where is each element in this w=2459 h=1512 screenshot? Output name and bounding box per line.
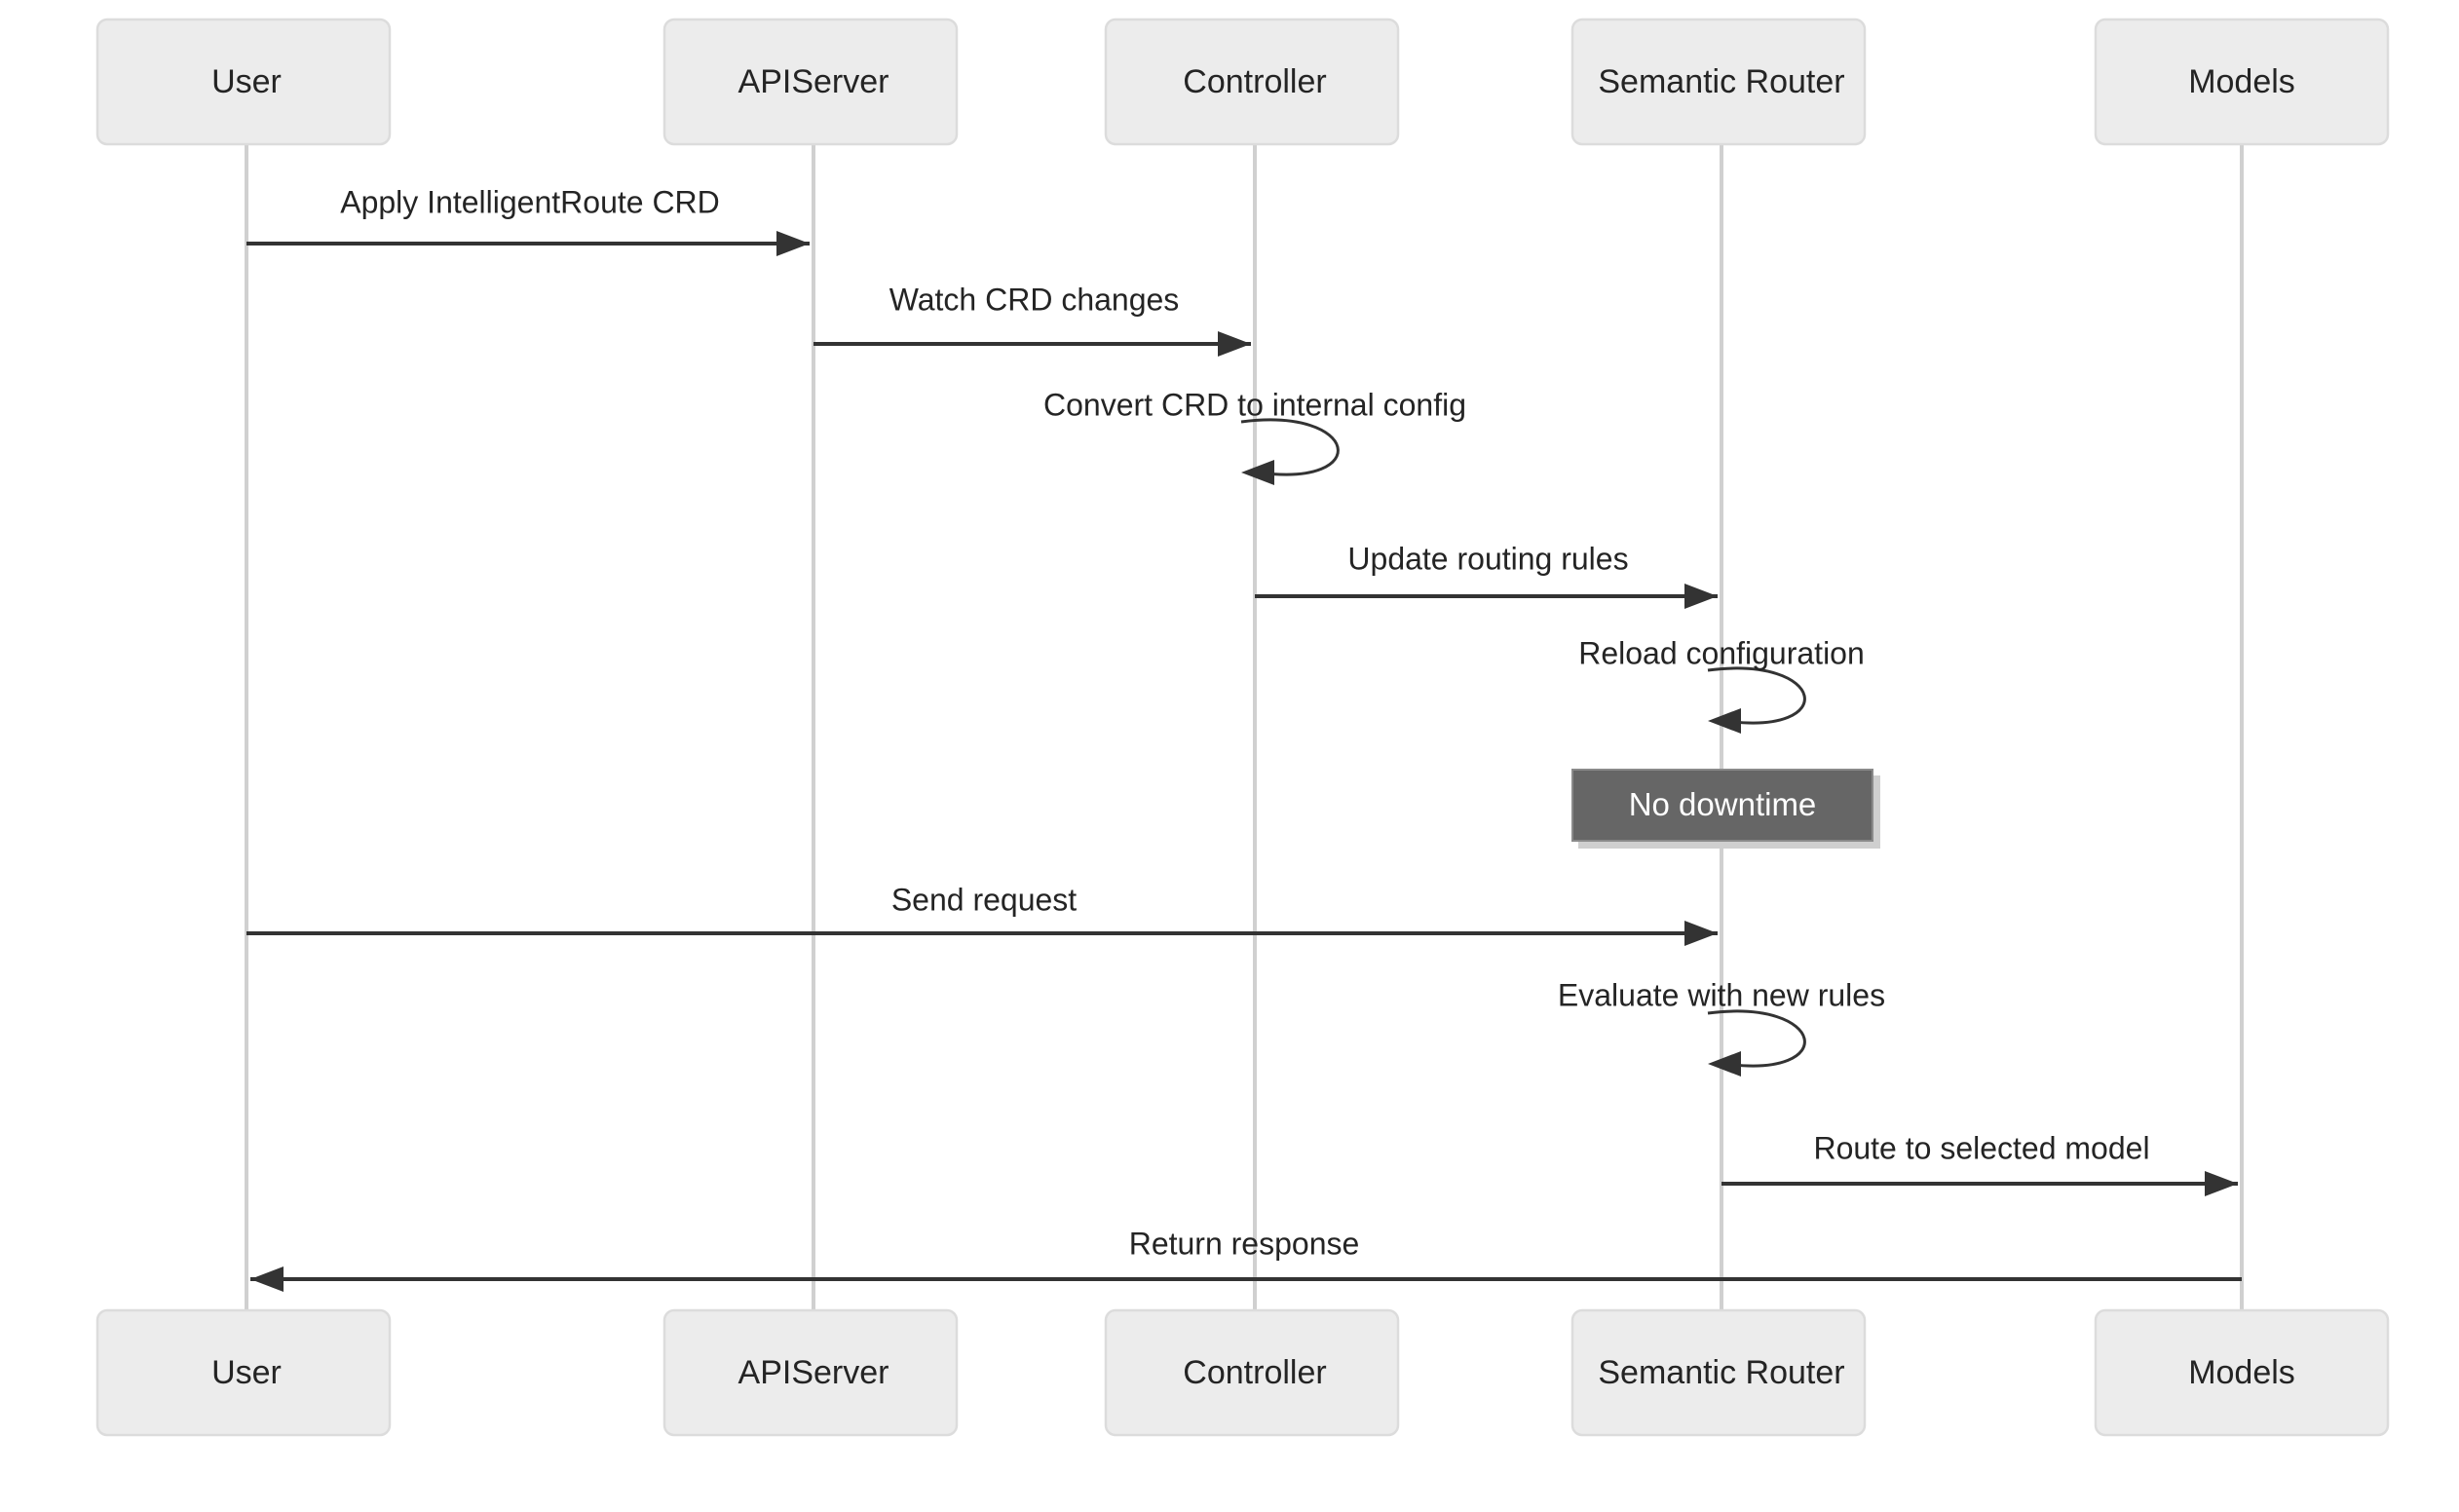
message-m1[interactable]: Apply IntelligentRoute CRD — [246, 184, 810, 256]
message-label: Send request — [891, 882, 1077, 917]
message-label: Convert CRD to internal config — [1043, 387, 1466, 422]
message-m5[interactable]: Reload configuration — [1578, 635, 1865, 734]
note-label: No downtime — [1629, 786, 1817, 822]
participant-label-router: Semantic Router — [1598, 63, 1844, 100]
participant-controller-bottom[interactable]: Controller — [1104, 1308, 1400, 1437]
participant-user-bottom[interactable]: User — [95, 1308, 392, 1437]
participant-label-apiserver: APIServer — [738, 63, 889, 100]
message-label: Reload configuration — [1578, 635, 1865, 670]
participant-label-user: User — [211, 1354, 282, 1391]
message-m3[interactable]: Convert CRD to internal config — [1043, 387, 1466, 485]
arrowhead — [1684, 584, 1718, 609]
self-loop-path — [1707, 666, 1806, 725]
arrowhead — [1684, 921, 1718, 946]
arrowhead — [776, 231, 810, 256]
participant-apiserver-top[interactable]: APIServer — [662, 18, 959, 146]
participant-models-top[interactable]: Models — [2094, 18, 2390, 146]
participant-label-models: Models — [2188, 63, 2295, 100]
message-label: Evaluate with new rules — [1558, 977, 1885, 1012]
participant-label-models: Models — [2188, 1354, 2295, 1391]
message-label: Watch CRD changes — [889, 282, 1180, 317]
arrowhead — [1241, 460, 1274, 485]
participant-label-controller: Controller — [1183, 63, 1326, 100]
participant-router-top[interactable]: Semantic Router — [1570, 18, 1867, 146]
participant-box-rect — [1570, 1308, 1867, 1437]
note-rect — [1571, 769, 1873, 842]
message-label: Apply IntelligentRoute CRD — [340, 184, 720, 219]
participant-box-rect — [2094, 1308, 2390, 1437]
message-m6[interactable]: Send request — [246, 882, 1718, 946]
self-loop-path — [1240, 418, 1340, 476]
participant-models-bottom[interactable]: Models — [2094, 1308, 2390, 1437]
message-label: Update routing rules — [1347, 541, 1628, 576]
participant-box-rect — [1104, 1308, 1400, 1437]
participant-router-bottom[interactable]: Semantic Router — [1570, 1308, 1867, 1437]
participant-user-top[interactable]: User — [95, 18, 392, 146]
message-label: Route to selected model — [1813, 1130, 2149, 1165]
arrowhead — [1708, 1051, 1741, 1077]
note-n1[interactable]: No downtime — [1571, 769, 1873, 842]
arrowhead — [2205, 1171, 2238, 1196]
message-m8[interactable]: Route to selected model — [1721, 1130, 2238, 1196]
participant-box-rect — [1104, 18, 1400, 146]
participant-box-rect — [662, 18, 959, 146]
participant-box-rect — [95, 18, 392, 146]
arrowhead — [250, 1266, 284, 1292]
participant-label-router: Semantic Router — [1598, 1354, 1844, 1391]
lifelines-layer — [245, 144, 2244, 1310]
participant-box-rect — [2094, 18, 2390, 146]
participant-label-controller: Controller — [1183, 1354, 1326, 1391]
arrowhead — [1218, 331, 1251, 357]
messages-layer: Apply IntelligentRoute CRD Watch CRD chan… — [246, 184, 2242, 1292]
participant-box-rect — [662, 1308, 959, 1437]
notes-layer: No downtime — [1571, 769, 1873, 842]
participant-apiserver-bottom[interactable]: APIServer — [662, 1308, 959, 1437]
participant-label-apiserver: APIServer — [738, 1354, 889, 1391]
participant-controller-top[interactable]: Controller — [1104, 18, 1400, 146]
message-m7[interactable]: Evaluate with new rules — [1558, 977, 1885, 1077]
message-m2[interactable]: Watch CRD changes — [813, 282, 1251, 357]
message-label: Return response — [1129, 1226, 1360, 1261]
self-loop-path — [1707, 1009, 1806, 1068]
message-m9[interactable]: Return response — [250, 1226, 2242, 1292]
participant-box-rect — [1570, 18, 1867, 146]
participant-label-user: User — [211, 63, 282, 100]
message-m4[interactable]: Update routing rules — [1255, 541, 1718, 609]
participant-box-rect — [95, 1308, 392, 1437]
arrowhead — [1708, 708, 1741, 734]
